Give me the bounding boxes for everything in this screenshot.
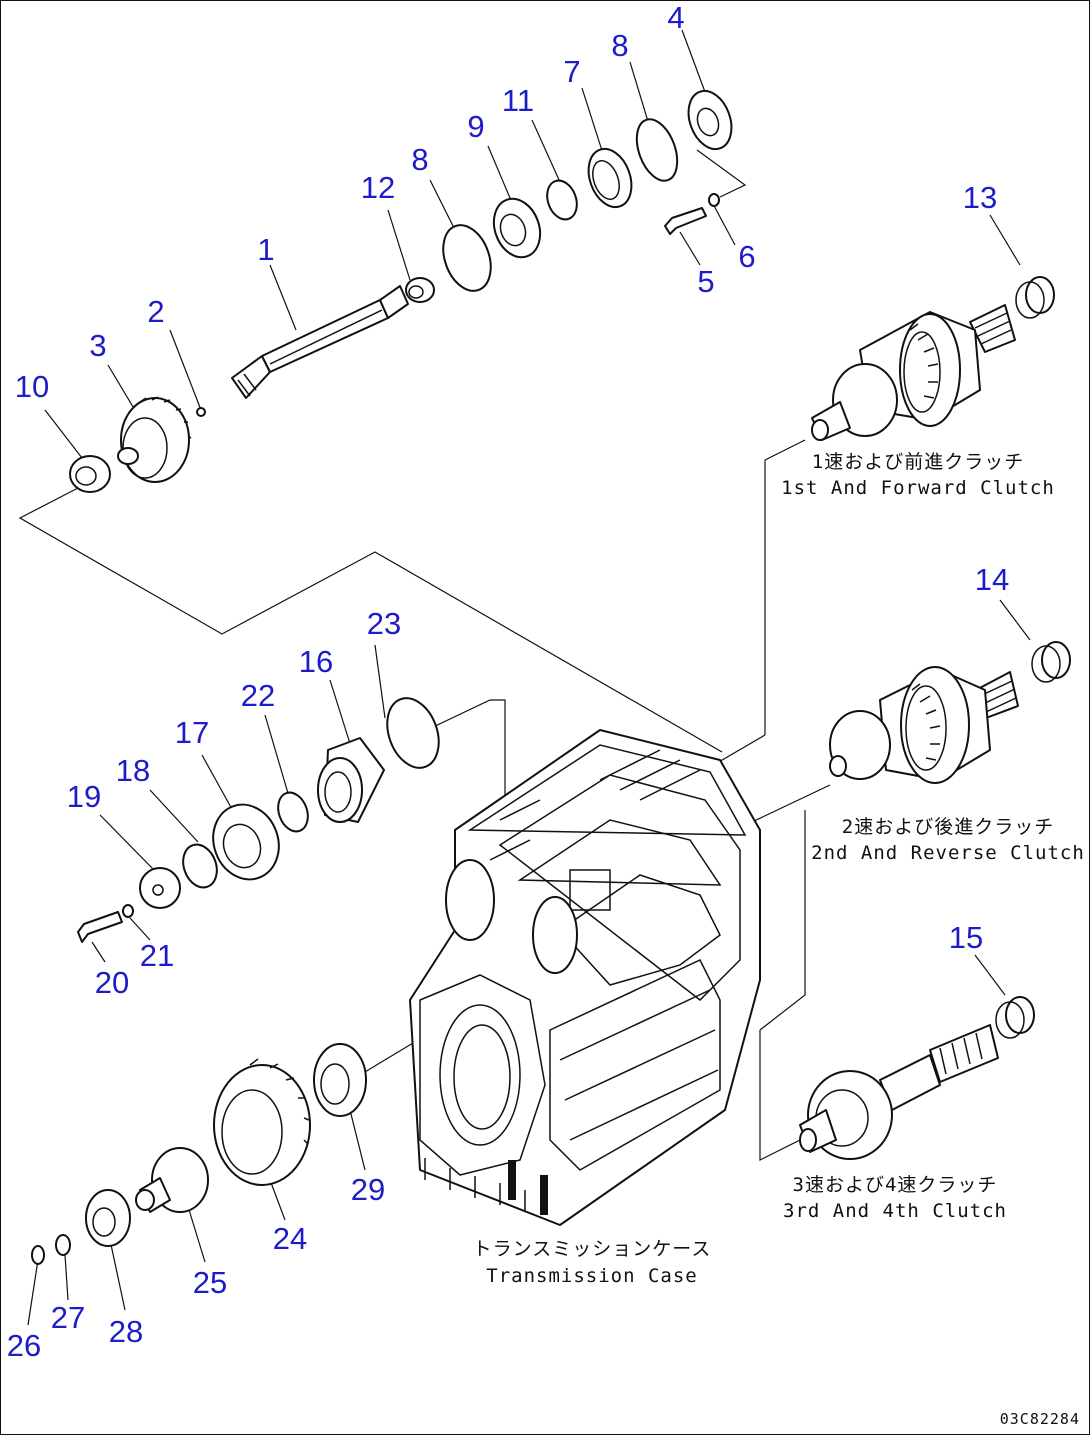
callout-14: 14 bbox=[975, 562, 1009, 597]
callout-18: 18 bbox=[116, 753, 150, 788]
callout-20: 20 bbox=[95, 965, 129, 1000]
part-25-hub bbox=[135, 1147, 209, 1213]
caption-clutch1-en: 1st And Forward Clutch bbox=[781, 477, 1055, 499]
clutch-3-assembly bbox=[799, 996, 1035, 1160]
callout-15: 15 bbox=[949, 920, 983, 955]
callout-8: 8 bbox=[411, 142, 428, 177]
part-29-bearing bbox=[313, 1043, 367, 1117]
part-10-bearing bbox=[69, 455, 111, 493]
part-20-bolt bbox=[77, 911, 123, 943]
callout-27: 27 bbox=[51, 1300, 85, 1335]
callout-29: 29 bbox=[351, 1172, 385, 1207]
callout-17: 17 bbox=[175, 715, 209, 750]
callout-1: 1 bbox=[257, 232, 274, 267]
part-3-gear bbox=[117, 396, 192, 483]
part-26-snap-ring bbox=[31, 1245, 45, 1265]
lower-parts bbox=[31, 697, 440, 1265]
caption-case-en: Transmission Case bbox=[486, 1265, 697, 1287]
part-16-bearing bbox=[317, 737, 385, 823]
callout-28: 28 bbox=[109, 1314, 143, 1349]
callout-24: 24 bbox=[273, 1221, 307, 1256]
drawing-code: 03C82284 bbox=[1000, 1410, 1080, 1428]
part-4-cover bbox=[687, 89, 733, 151]
caption-clutch2-jp: 2速および後進クラッチ bbox=[842, 816, 1054, 838]
callout-8: 8 bbox=[611, 28, 628, 63]
callout-11: 11 bbox=[502, 83, 534, 118]
part-23-snap-ring bbox=[386, 697, 440, 769]
caption-case-jp: トランスミッションケース bbox=[473, 1238, 712, 1260]
part-12-collar bbox=[405, 277, 435, 303]
part-21-washer bbox=[122, 904, 134, 918]
callout-10: 10 bbox=[15, 369, 49, 404]
callout-7: 7 bbox=[563, 54, 580, 89]
clutch-1-assembly bbox=[811, 276, 1055, 441]
transmission-case bbox=[409, 729, 761, 1226]
part-19-plate bbox=[139, 867, 181, 909]
callout-3: 3 bbox=[89, 328, 106, 363]
part-22-spacer bbox=[277, 791, 309, 833]
callout-6: 6 bbox=[738, 239, 755, 274]
callout-16: 16 bbox=[299, 644, 333, 679]
part-8b-snap-ring bbox=[635, 118, 679, 182]
part-24-gear bbox=[213, 1058, 311, 1186]
callout-22: 22 bbox=[241, 678, 275, 713]
callout-23: 23 bbox=[367, 606, 401, 641]
part-17-bearing bbox=[212, 803, 280, 881]
callout-13: 13 bbox=[963, 180, 997, 215]
part-1-shaft bbox=[231, 285, 409, 399]
caption-clutch3-en: 3rd And 4th Clutch bbox=[783, 1200, 1007, 1222]
caption-clutch3-jp: 3速および4速クラッチ bbox=[793, 1174, 998, 1196]
callout-19: 19 bbox=[67, 779, 101, 814]
callout-12: 12 bbox=[361, 170, 395, 205]
callout-5: 5 bbox=[697, 264, 714, 299]
callout-25: 25 bbox=[193, 1265, 227, 1300]
part-18-snap-ring bbox=[182, 843, 218, 889]
captions: 1速および前進クラッチ 1st And Forward Clutch 2速および… bbox=[473, 451, 1085, 1428]
part-28-bearing bbox=[85, 1189, 131, 1247]
part-11-spacer bbox=[546, 179, 578, 221]
leader-lines bbox=[18, 29, 1031, 1326]
callout-21: 21 bbox=[140, 938, 174, 973]
part-6-washer bbox=[708, 193, 720, 207]
callout-26: 26 bbox=[7, 1328, 41, 1363]
part-5-bolt bbox=[664, 207, 707, 235]
part-14-seal-rings bbox=[1041, 641, 1071, 679]
part-9-bearing bbox=[492, 197, 542, 259]
clutch-2-assembly bbox=[829, 641, 1071, 784]
part-27-washer bbox=[55, 1234, 71, 1256]
callout-4: 4 bbox=[667, 0, 684, 35]
callout-2: 2 bbox=[147, 294, 164, 329]
part-8-snap-ring bbox=[442, 224, 492, 292]
caption-clutch2-en: 2nd And Reverse Clutch bbox=[811, 842, 1085, 864]
part-7-seal bbox=[587, 147, 633, 209]
part-2-ball bbox=[196, 407, 206, 417]
callout-9: 9 bbox=[467, 109, 484, 144]
shaft-assembly bbox=[69, 89, 733, 493]
caption-clutch1-jp: 1速および前進クラッチ bbox=[812, 451, 1024, 473]
